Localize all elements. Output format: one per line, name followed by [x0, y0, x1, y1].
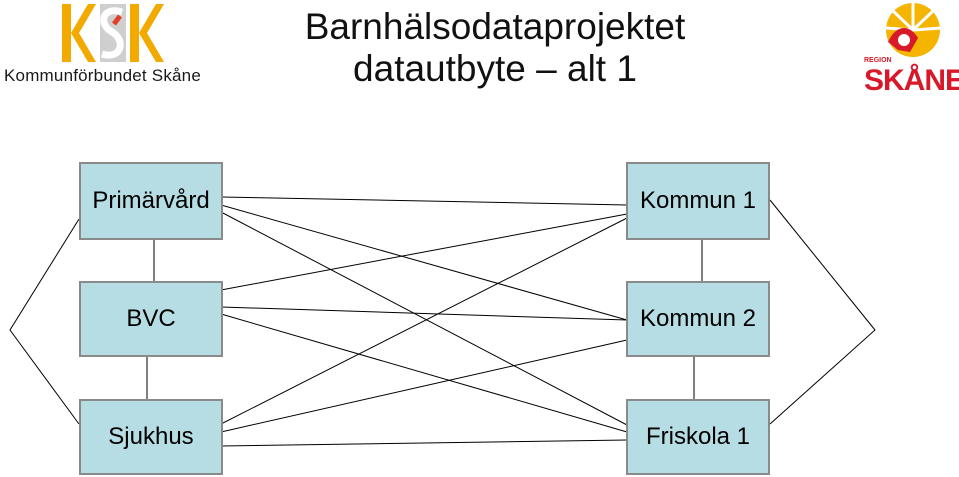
edge-bvc-kommun1	[220, 213, 628, 291]
node-primarvard: Primärvård	[79, 162, 223, 240]
node-bvc: BVC	[79, 281, 223, 357]
edge-primarvard-kommun2	[220, 204, 628, 321]
edge-sjukhus-kommun2	[220, 339, 628, 433]
node-kommun-2: Kommun 2	[626, 281, 770, 357]
edge-primarvard-kommun1	[220, 196, 628, 206]
region-skane-logo: REGION SKÅNE	[858, 2, 959, 97]
edge-sjukhus-friskola1	[220, 439, 628, 447]
kommunforbundet-logo: Kommunförbundet Skåne	[4, 2, 218, 92]
skane-wordmark: SKÅNE	[864, 64, 959, 97]
title-line-1: Barnhälsodataprojektet	[304, 6, 686, 47]
edge-left-bracket	[9, 218, 80, 425]
edge-bvc-friskola1	[220, 313, 628, 433]
ksk-wordmark: Kommunförbundet Skåne	[4, 66, 201, 85]
edge-right-bracket	[769, 199, 876, 425]
node-kommun-1: Kommun 1	[626, 162, 770, 240]
edge-primarvard-friskola1	[220, 211, 628, 426]
page-title: Barnhälsodataprojektet datautbyte – alt …	[260, 6, 730, 90]
griffin-sun-icon	[885, 2, 942, 57]
node-friskola-1: Friskola 1	[626, 399, 770, 475]
edge-bvc-kommun2	[220, 306, 628, 321]
title-line-2: datautbyte – alt 1	[353, 48, 637, 89]
ksk-mark-icon	[62, 4, 164, 62]
edge-sjukhus-kommun1	[220, 217, 628, 425]
node-sjukhus: Sjukhus	[79, 399, 223, 475]
region-label: REGION	[864, 57, 892, 64]
